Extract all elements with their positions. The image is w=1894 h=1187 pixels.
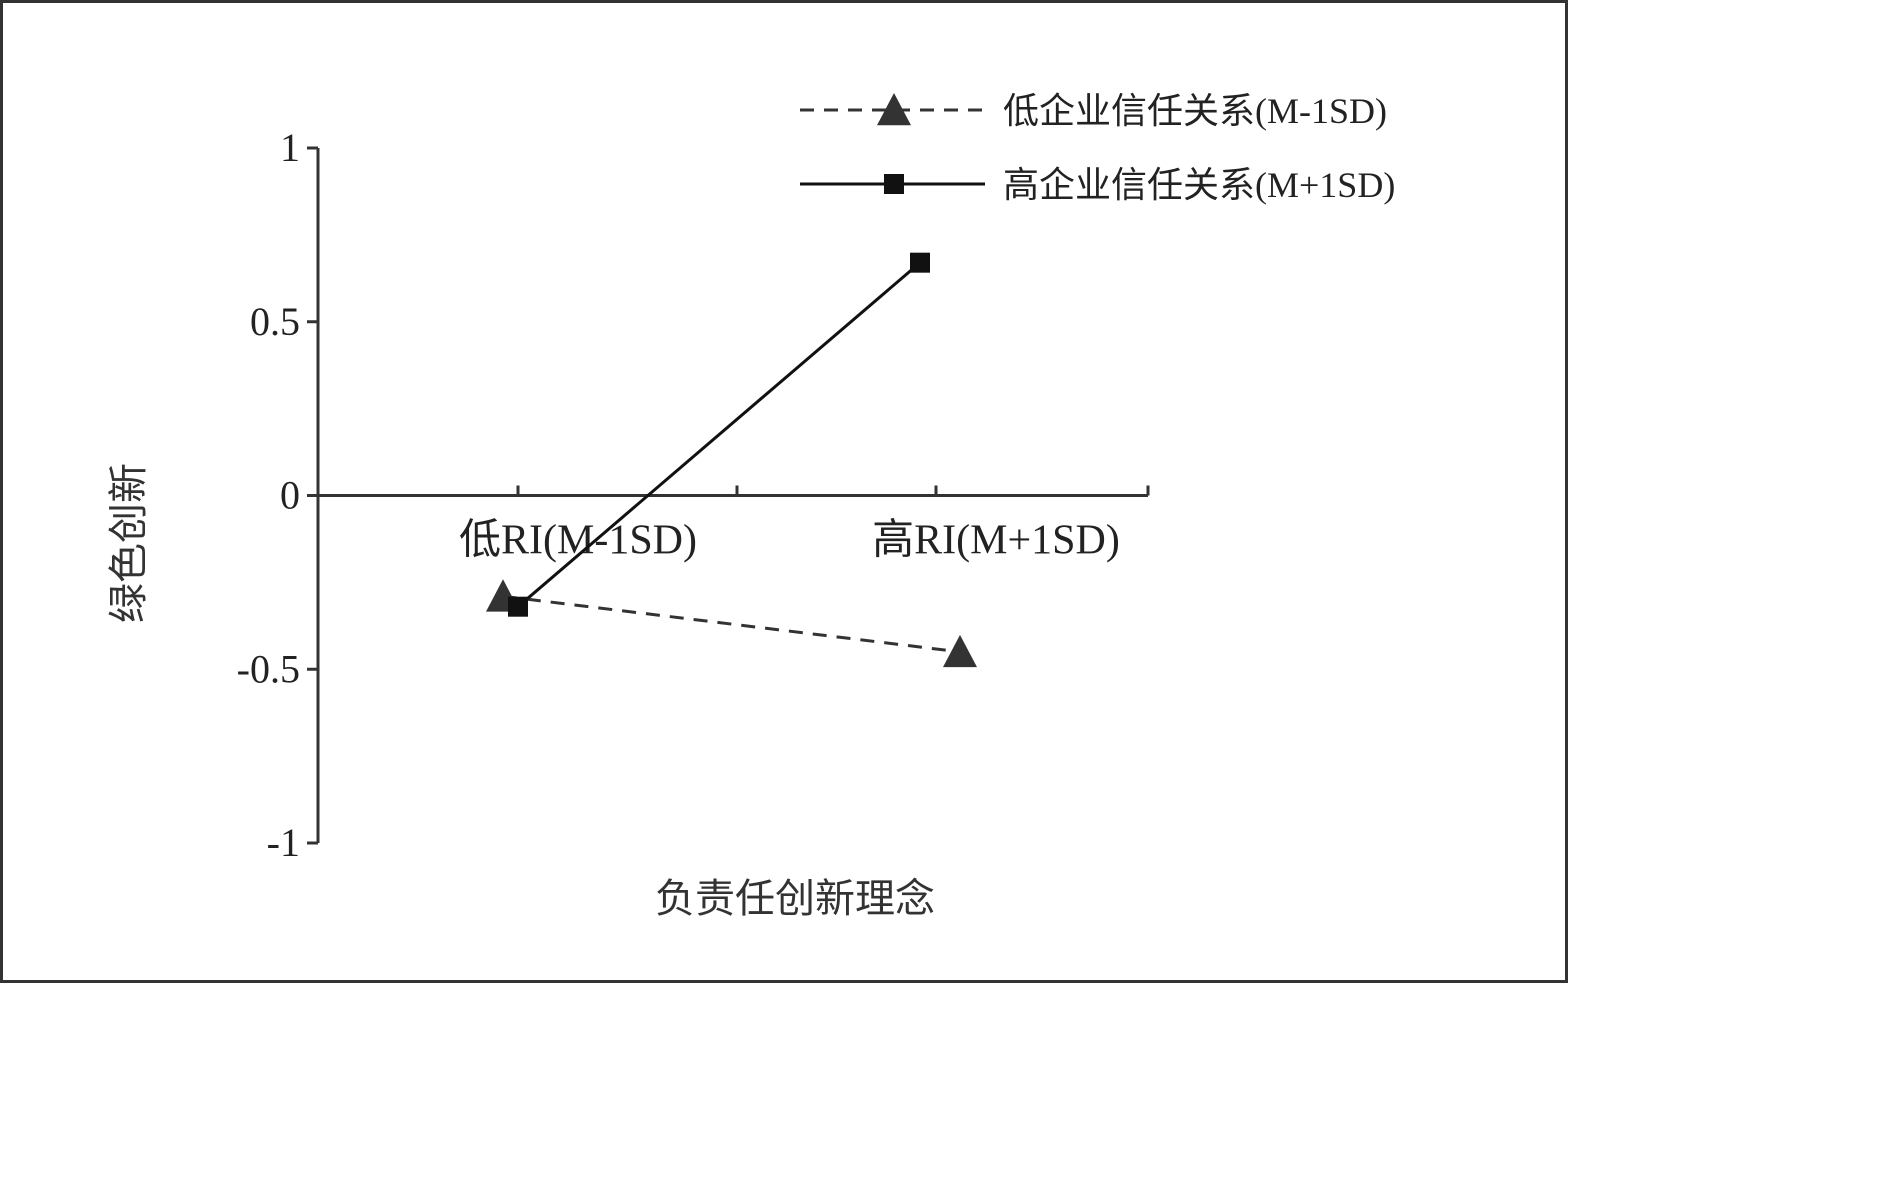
x-category-label: 高RI(M+1SD) (872, 518, 1120, 564)
y-tick-label: -1 (267, 820, 300, 865)
y-tick-label: 0 (280, 473, 300, 518)
y-axis-title: 绿色创新 (106, 463, 152, 623)
legend-marker (877, 93, 911, 126)
series-layer (486, 252, 977, 668)
legend-marker (884, 174, 904, 194)
legend-label: 高企业信任关系(M+1SD) (1003, 165, 1395, 205)
x-axis-title: 负责任创新理念 (655, 876, 935, 922)
series-marker-high-trust (508, 596, 528, 617)
series-line-low-trust (502, 594, 961, 654)
legend: 低企业信任关系(M-1SD) 高企业信任关系(M+1SD) (800, 91, 1395, 205)
y-tick-label: -0.5 (237, 646, 300, 691)
y-tick-label: 0.5 (250, 299, 300, 344)
series-marker-high-trust (910, 252, 930, 273)
series-line-high-trust (517, 261, 921, 608)
legend-label: 低企业信任关系(M-1SD) (1003, 91, 1387, 131)
chart-frame (0, 0, 1568, 983)
series-marker-low-trust (943, 634, 977, 668)
y-tick-label: 1 (280, 125, 300, 170)
